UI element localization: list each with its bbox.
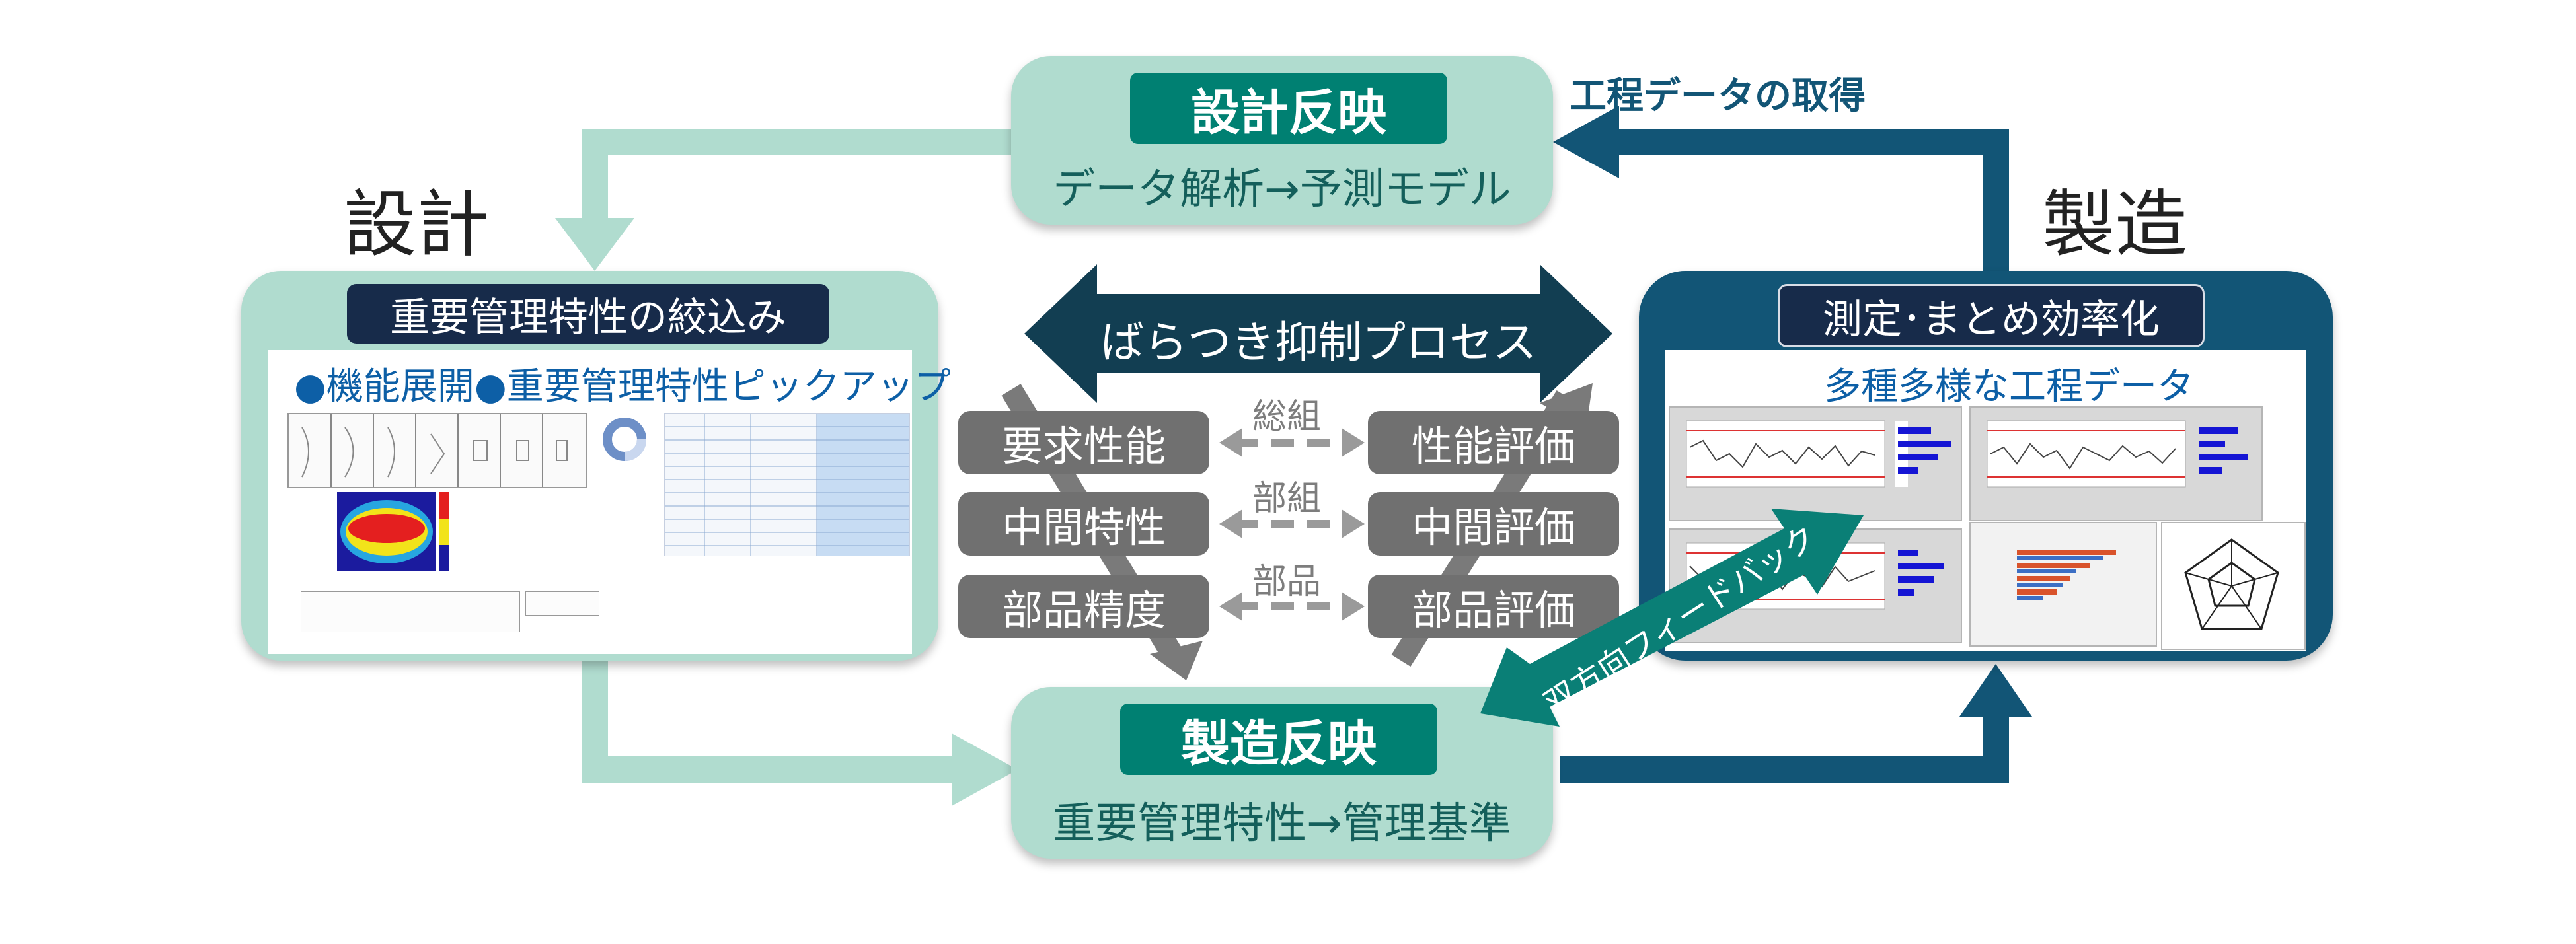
control-chart-thumbnail-2 [1969,406,2263,521]
right-panel-tag: 測定･まとめ効率化 [1778,284,2205,347]
left-panel: 重要管理特性の絞込み ●機能展開●重要管理特性ピックアップ [241,271,951,661]
label-process-data: 工程データの取得 [1570,75,1866,118]
part-evaluation-box: 部品評価 [1368,575,1619,638]
control-chart-icon [1686,420,1951,488]
contribution-bar-icon [2017,550,2116,600]
feedback-arrow-shape [1480,509,1864,727]
bidirectional-feedback-arrow: 双方向フィードバック [1474,502,1870,727]
left-panel-heading: ●機能展開●重要管理特性ピックアップ [294,365,951,408]
notes-thumbnail-small [525,591,599,616]
mint-arrowhead-right [952,733,1018,806]
required-performance-box: 要求性能 [958,411,1209,474]
manufacturing-reflection-text: 重要管理特性→管理基準 [1053,799,1511,848]
notes-thumbnail [301,591,520,632]
control-chart-thumbnail-1 [1669,406,1962,521]
function-sketch-strip [287,413,587,488]
final-assembly-label: 総組 [1252,397,1322,437]
mint-connector-top-left [582,129,1018,221]
design-reflection-tag: 設計反映 [1130,73,1447,144]
left-panel-content: ●機能展開●重要管理特性ピックアップ [268,350,951,654]
left-panel-tag: 重要管理特性の絞込み [347,284,829,344]
performance-evaluation-box: 性能評価 [1368,411,1619,474]
radar-chart-icon [2184,538,2279,630]
donut-chart-icon [603,418,646,461]
mint-connector-bottom-left [582,657,958,783]
navy-arrowhead-up [1959,664,2032,717]
table-grid-icon [665,414,909,556]
part-accuracy-box: 部品精度 [958,575,1209,638]
label-design: 設計 [344,182,489,267]
mint-arrowhead-down [555,218,634,271]
navy-arrowhead-left [1553,106,1619,178]
radar-chart-thumbnail [2161,522,2306,650]
heatmap-icon [337,492,449,571]
right-panel: 測定･まとめ効率化 多種多様な工程データ [1639,271,2333,661]
manufacturing-reflection-tag: 製造反映 [1120,704,1437,775]
navy-connector-top-right [1612,129,2009,277]
label-manufacturing: 製造 [2042,182,2187,267]
navy-connector-bottom-right [1560,713,2009,783]
control-chart-icon-2 [1987,420,2248,488]
part-label: 部品 [1252,562,1322,602]
manufacturing-reflection-box: 製造反映 重要管理特性→管理基準 [1011,687,1553,859]
characteristic-table-thumbnail [664,413,910,556]
design-reflection-box: 設計反映 データ解析→予測モデル [1011,56,1553,225]
dashed-arrows [1236,439,1348,610]
right-panel-heading: 多種多様な工程データ [1824,365,2194,408]
intermediate-characteristic-box: 中間特性 [958,492,1209,556]
variation-suppression-arrow-label: ばらつき抑制プロセス [1100,317,1536,368]
contribution-bar-thumbnail [1969,522,2157,647]
design-reflection-text: データ解析→予測モデル [1053,165,1511,214]
gray-arrowhead-down [1150,641,1203,680]
subassembly-label: 部組 [1252,479,1322,519]
function-sketch-icon [301,414,568,487]
intermediate-evaluation-box: 中間評価 [1368,492,1619,556]
dark-double-arrow [1024,264,1612,403]
right-panel-content: 多種多様な工程データ [1665,350,2306,651]
